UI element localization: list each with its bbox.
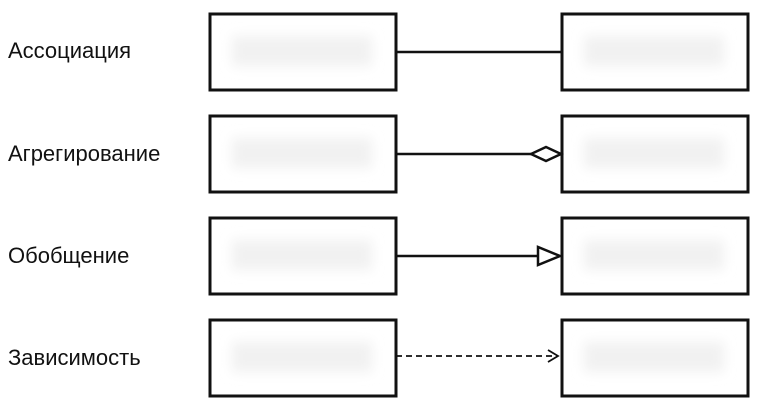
right-class-box-faded-content <box>584 138 724 168</box>
left-class-box-faded-content <box>232 138 372 168</box>
aggregation-diamond-icon <box>528 145 564 163</box>
row-dependency <box>208 318 750 398</box>
label-generalization: Обобщение <box>8 243 130 268</box>
label-association: Ассоциация <box>8 38 132 63</box>
left-class-box-faded-content <box>232 36 372 66</box>
dependency-arrowhead-icon <box>547 349 560 363</box>
right-class-box-faded-content <box>584 342 724 372</box>
row-aggregation <box>208 114 750 194</box>
row-association <box>208 12 750 92</box>
left-class-box-faded-content <box>232 342 372 372</box>
row-generalization <box>208 216 750 296</box>
right-class-box-faded-content <box>584 36 724 66</box>
left-class-box-faded-content <box>232 240 372 270</box>
label-aggregation: Агрегирование <box>8 141 161 166</box>
right-class-box-faded-content <box>584 240 724 270</box>
generalization-triangle-icon <box>536 245 564 267</box>
label-dependency: Зависимость <box>8 345 141 370</box>
